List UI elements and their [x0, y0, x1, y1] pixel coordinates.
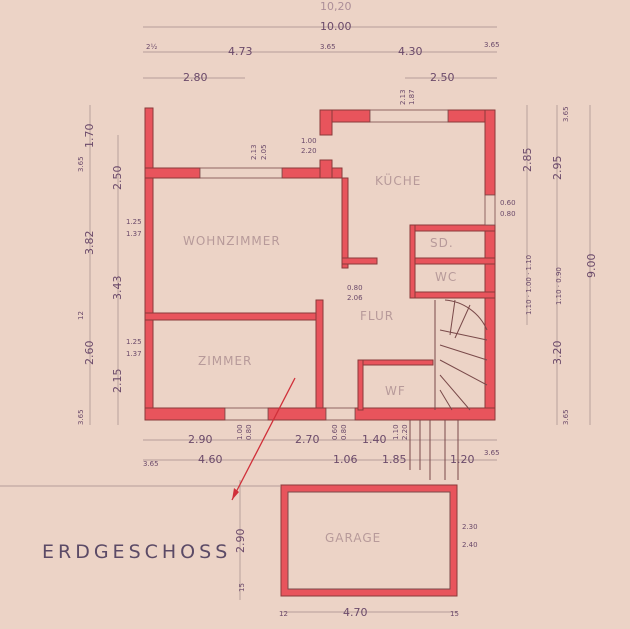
svg-text:0.60: 0.60	[500, 199, 516, 207]
direction-arrow	[231, 377, 296, 501]
svg-text:1.10 · 0.90: 1.10 · 0.90	[555, 267, 563, 305]
garage-dimensions: 2.90 2.30 2.40 4.70 15 12 15	[234, 523, 478, 619]
svg-text:4.70: 4.70	[343, 606, 368, 619]
svg-text:3.65: 3.65	[320, 43, 336, 51]
bottom-dimensions: 2.90 1.00 0.80 2.70 0.60 0.80 1.40 1.10 …	[143, 424, 500, 468]
svg-text:1.85: 1.85	[382, 453, 407, 466]
svg-text:1.25: 1.25	[126, 218, 142, 226]
svg-text:2.85: 2.85	[521, 148, 534, 173]
svg-text:4.73: 4.73	[228, 45, 253, 58]
opening-dimensions: 2.13 1.87 2.13 2.05 1.00 2.20 0.60 0.80 …	[250, 89, 516, 302]
svg-text:3.65: 3.65	[562, 409, 570, 425]
svg-text:2.80: 2.80	[183, 71, 208, 84]
svg-text:2.13: 2.13	[250, 144, 258, 160]
svg-text:12: 12	[77, 311, 85, 320]
room-label-wc: WC	[435, 270, 457, 284]
garage-walls	[280, 484, 458, 597]
svg-text:1.00: 1.00	[301, 137, 317, 145]
svg-text:0.60: 0.60	[331, 424, 339, 440]
svg-text:1.20: 1.20	[450, 453, 475, 466]
svg-text:4.30: 4.30	[398, 45, 423, 58]
room-label-garage: GARAGE	[325, 531, 381, 545]
left-dimensions: 1.70 3.65 2.50 3.82 1.25 1.37 3.43 12 2.…	[77, 124, 142, 426]
svg-text:2.50: 2.50	[111, 166, 124, 191]
room-label-zimmer: ZIMMER	[198, 354, 252, 368]
arrow-head-icon	[232, 488, 239, 500]
room-label-sd: SD.	[430, 236, 454, 250]
svg-text:3.20: 3.20	[551, 341, 564, 366]
svg-text:1.06: 1.06	[333, 453, 358, 466]
svg-text:2.60: 2.60	[83, 341, 96, 366]
svg-text:3.65: 3.65	[77, 156, 85, 172]
svg-text:2½: 2½	[146, 43, 157, 51]
plan-title: ERDGESCHOSS	[42, 541, 231, 563]
svg-text:0.80: 0.80	[340, 424, 348, 440]
stairs	[409, 299, 488, 480]
svg-text:3.65: 3.65	[484, 41, 500, 49]
dimension-lines	[0, 26, 591, 613]
svg-text:2.90: 2.90	[188, 433, 213, 446]
svg-text:2.40: 2.40	[462, 541, 478, 549]
top-dimensions: 10,20 10.00 2½ 4.73 3.65 4.30 3.65 2.80 …	[146, 0, 500, 84]
svg-text:1.40: 1.40	[362, 433, 387, 446]
svg-text:3.65: 3.65	[143, 460, 159, 468]
svg-text:2.50: 2.50	[430, 71, 455, 84]
svg-text:10,20: 10,20	[320, 0, 352, 13]
svg-text:2.20: 2.20	[301, 147, 317, 155]
svg-text:3.82: 3.82	[83, 231, 96, 256]
svg-text:1.10 · 1.00 · 1.10: 1.10 · 1.00 · 1.10	[525, 255, 533, 315]
svg-text:3.65: 3.65	[562, 106, 570, 122]
svg-text:1.87: 1.87	[408, 89, 416, 105]
svg-text:1.25: 1.25	[126, 338, 142, 346]
svg-text:9.00: 9.00	[585, 254, 598, 279]
svg-text:2.70: 2.70	[295, 433, 320, 446]
room-label-wohnzimmer: WOHNZIMMER	[183, 234, 281, 248]
svg-text:12: 12	[279, 610, 288, 618]
svg-text:0.80: 0.80	[245, 424, 253, 440]
room-label-wf: WF	[385, 384, 406, 398]
svg-text:2.06: 2.06	[347, 294, 363, 302]
svg-text:1.70: 1.70	[83, 124, 96, 149]
svg-text:2.30: 2.30	[462, 523, 478, 531]
svg-text:2.95: 2.95	[551, 156, 564, 181]
svg-text:4.60: 4.60	[198, 453, 223, 466]
svg-text:1.37: 1.37	[126, 350, 142, 358]
house-walls	[144, 107, 496, 421]
svg-text:0.80: 0.80	[500, 210, 516, 218]
svg-text:1.10: 1.10	[392, 424, 400, 440]
room-label-kueche: KÜCHE	[375, 172, 421, 188]
svg-text:15: 15	[238, 583, 246, 592]
svg-text:2.20: 2.20	[401, 424, 409, 440]
svg-text:3.65: 3.65	[77, 409, 85, 425]
svg-text:10.00: 10.00	[320, 20, 352, 33]
svg-text:2.15: 2.15	[111, 369, 124, 394]
svg-text:2.13: 2.13	[399, 89, 407, 105]
svg-text:2.90: 2.90	[234, 529, 247, 554]
svg-text:1.37: 1.37	[126, 230, 142, 238]
svg-text:2.05: 2.05	[260, 144, 268, 160]
svg-text:3.65: 3.65	[484, 449, 500, 457]
svg-text:1.00: 1.00	[236, 424, 244, 440]
svg-text:0.80: 0.80	[347, 284, 363, 292]
right-dimensions: 2.85 2.95 3.65 1.10 · 1.00 · 1.10 1.10 ·…	[521, 106, 598, 425]
svg-text:3.43: 3.43	[111, 276, 124, 301]
room-label-flur: FLUR	[360, 309, 394, 323]
svg-text:15: 15	[450, 610, 459, 618]
